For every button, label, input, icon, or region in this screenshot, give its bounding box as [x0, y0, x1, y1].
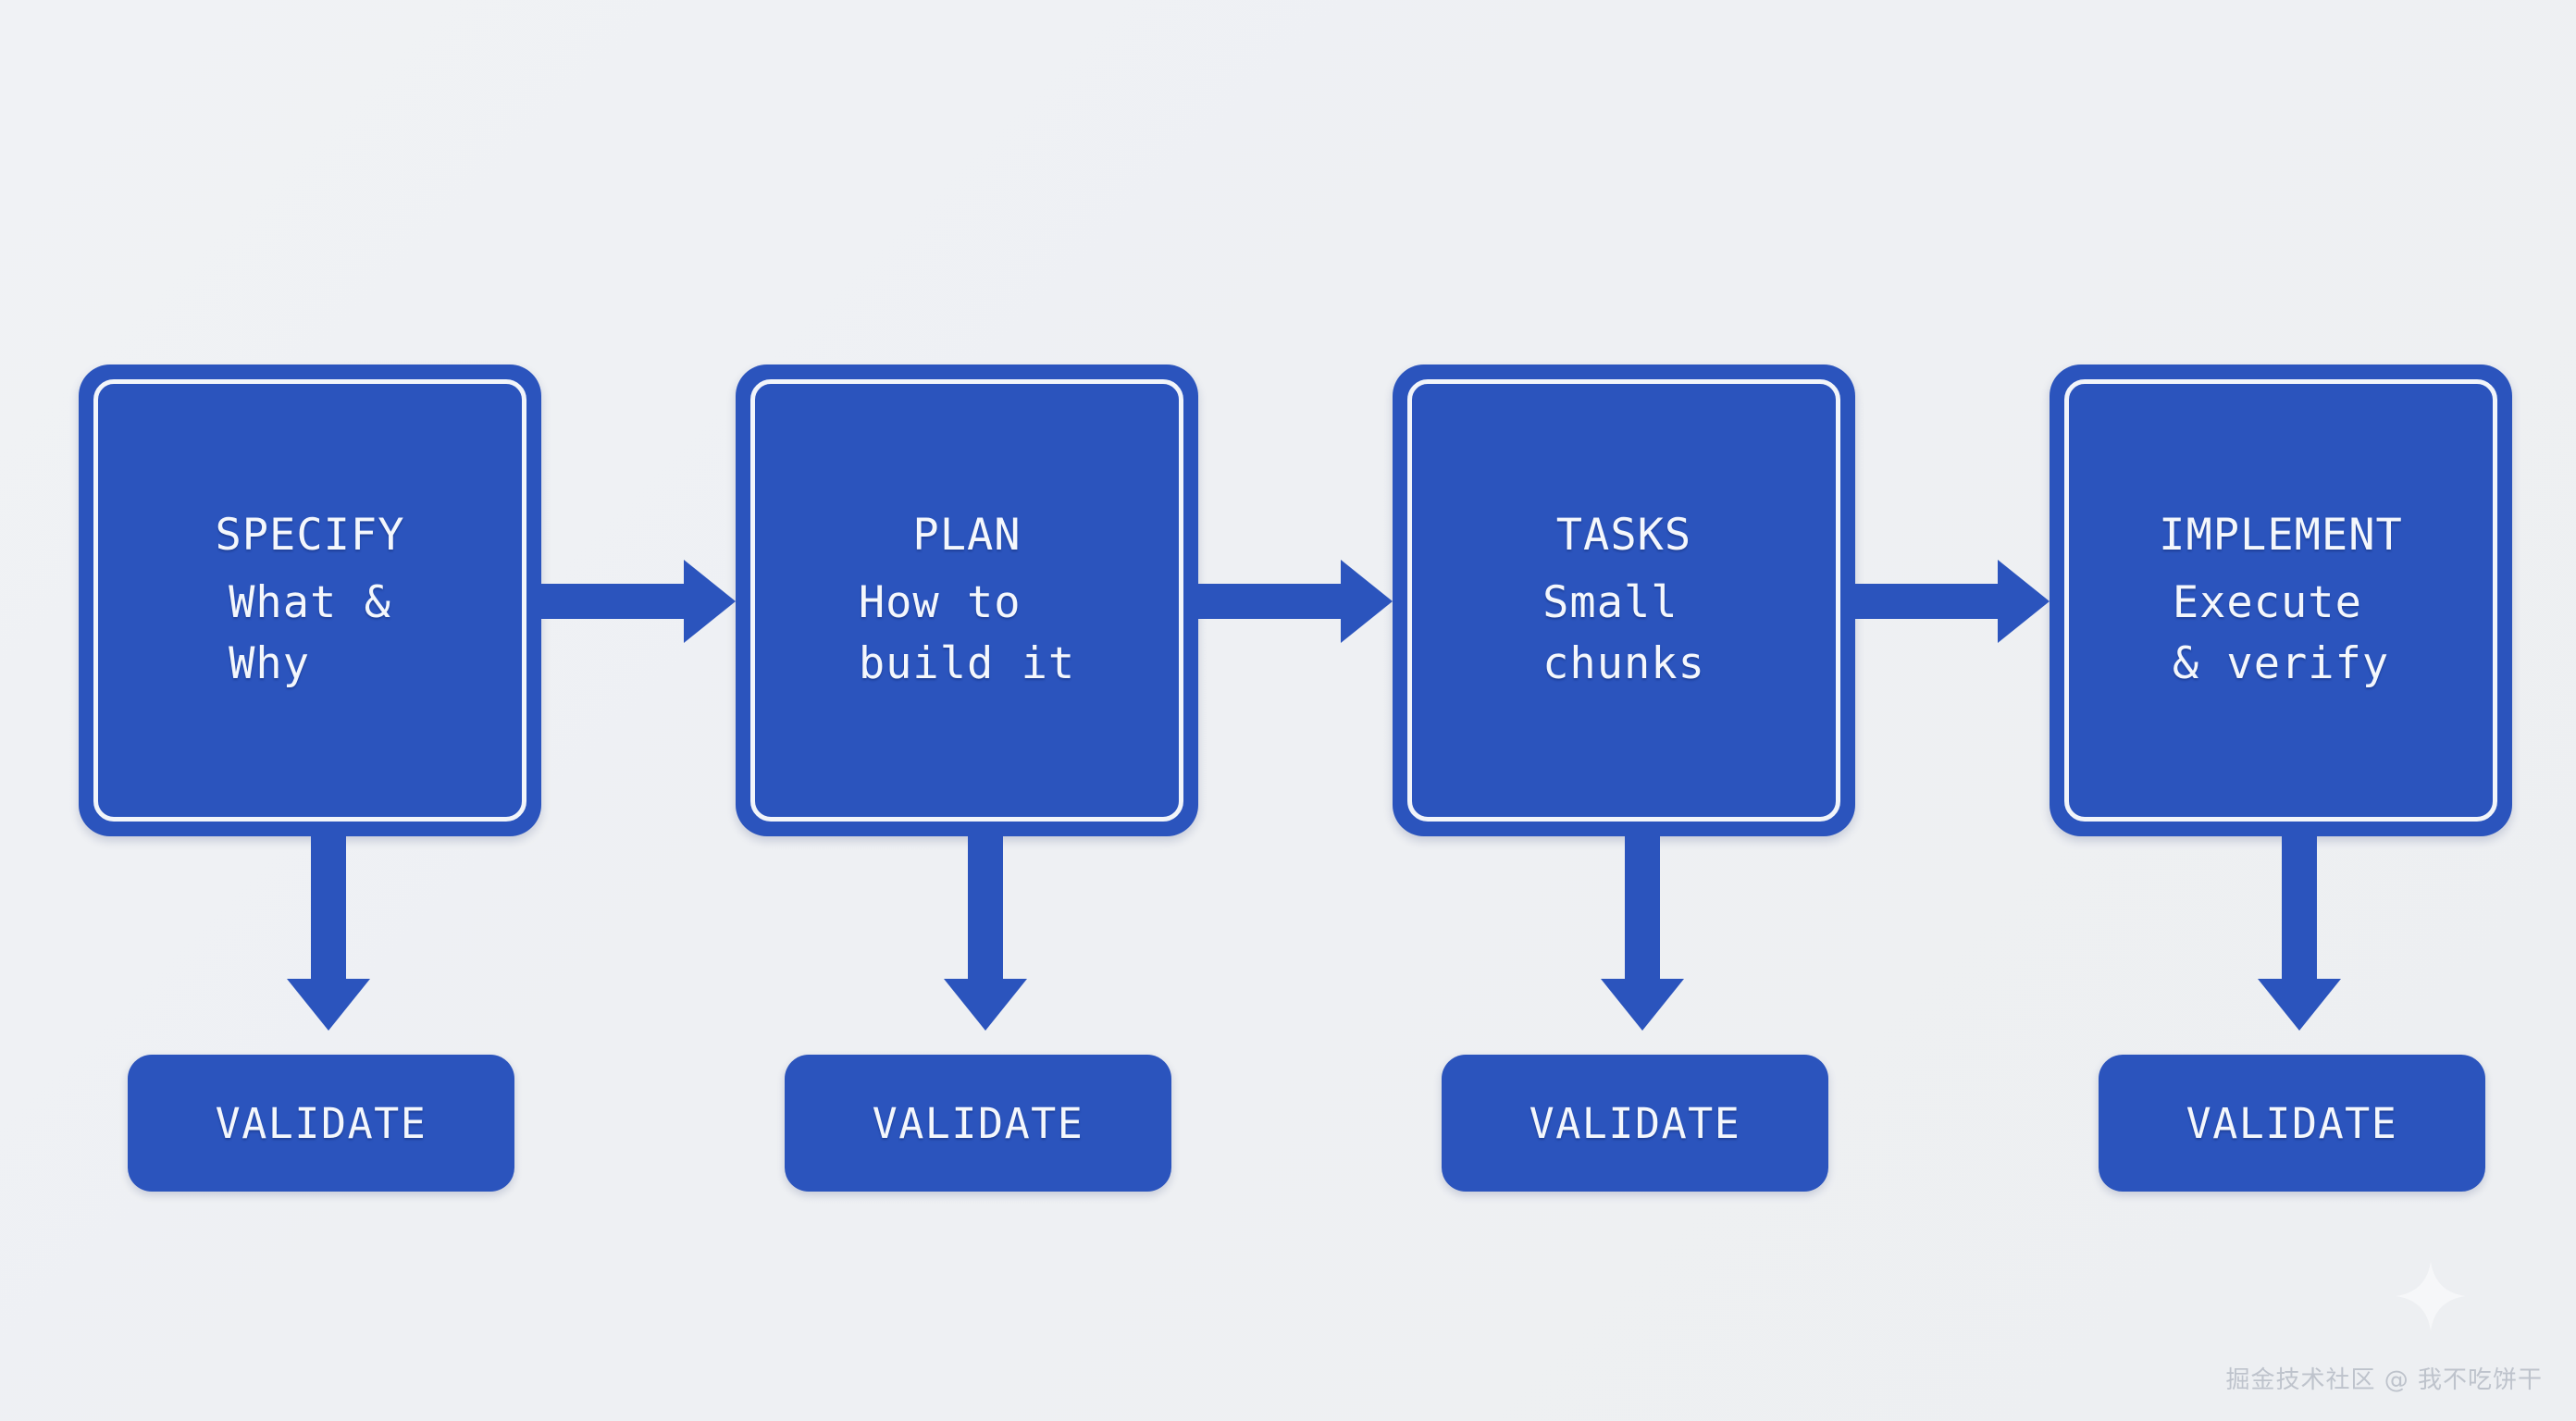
stage-box-plan[interactable]: PLAN How to build it: [736, 365, 1198, 836]
stage-subtitle: Execute & verify: [2173, 573, 2389, 696]
stage-inner-frame: IMPLEMENT Execute & verify: [2064, 379, 2497, 822]
stage-subtitle-line: & verify: [2172, 638, 2390, 690]
stage-box-specify[interactable]: SPECIFY What & Why: [79, 365, 541, 836]
stage-subtitle: What & Why: [229, 573, 391, 696]
stage-subtitle-line: build it: [858, 638, 1076, 690]
stage-box-implement[interactable]: IMPLEMENT Execute & verify: [2050, 365, 2512, 836]
stage-title: SPECIFY: [215, 509, 405, 561]
validate-pill-specify[interactable]: VALIDATE: [128, 1055, 514, 1192]
arrow-down-icon: [2258, 836, 2341, 1031]
validate-pill-plan[interactable]: VALIDATE: [785, 1055, 1171, 1192]
arrow-right-icon: [1855, 560, 2050, 643]
validate-pill-implement[interactable]: VALIDATE: [2099, 1055, 2485, 1192]
stage-inner-frame: SPECIFY What & Why: [93, 379, 526, 822]
sparkle-icon: [2396, 1261, 2466, 1331]
stage-subtitle-line: How to: [858, 576, 1022, 628]
validate-label: VALIDATE: [1529, 1098, 1741, 1148]
arrow-right-icon: [541, 560, 736, 643]
arrow-down-icon: [287, 836, 370, 1031]
arrow-down-icon: [944, 836, 1027, 1031]
stage-subtitle-line: Execute: [2172, 576, 2362, 628]
validate-label: VALIDATE: [872, 1098, 1084, 1148]
stage-subtitle: Small chunks: [1542, 573, 1705, 696]
stage-box-tasks[interactable]: TASKS Small chunks: [1393, 365, 1855, 836]
arrow-down-icon: [1601, 836, 1684, 1031]
stage-subtitle-line: chunks: [1542, 638, 1705, 690]
stage-inner-frame: PLAN How to build it: [750, 379, 1183, 822]
stage-title: IMPLEMENT: [2159, 509, 2403, 561]
stage-subtitle-line: What &: [229, 576, 391, 628]
watermark-text: 掘金技术社区 @ 我不吃饼干: [2225, 1366, 2543, 1394]
validate-label: VALIDATE: [215, 1098, 427, 1148]
stage-subtitle-line: Small: [1542, 576, 1678, 628]
stage-title: TASKS: [1555, 509, 1692, 561]
stage-title: PLAN: [912, 509, 1022, 561]
stage-inner-frame: TASKS Small chunks: [1407, 379, 1840, 822]
validate-label: VALIDATE: [2186, 1098, 2398, 1148]
validate-pill-tasks[interactable]: VALIDATE: [1442, 1055, 1828, 1192]
stage-subtitle: How to build it: [859, 573, 1075, 696]
stage-subtitle-line: Why: [229, 638, 310, 690]
arrow-right-icon: [1198, 560, 1393, 643]
